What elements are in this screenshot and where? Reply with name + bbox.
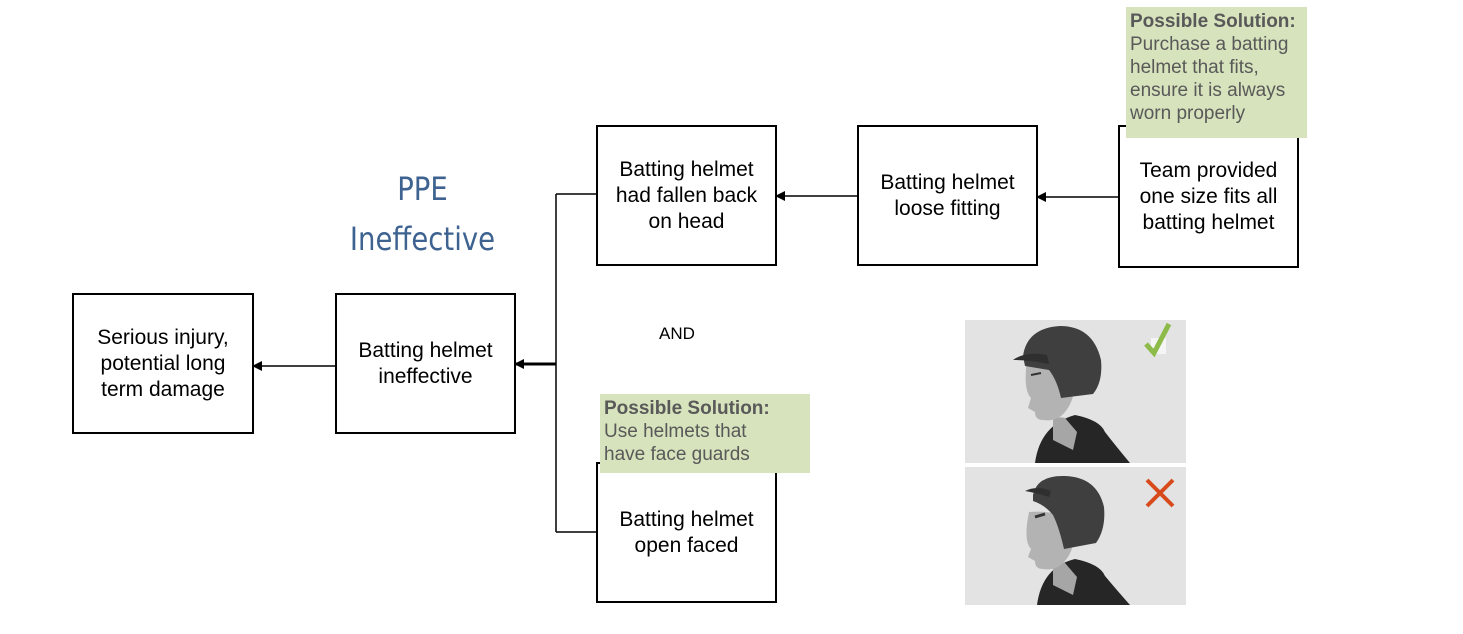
possible-solution-note-fit: Possible Solution: Purchase a batting he… <box>1126 7 1307 138</box>
checkmark-icon <box>1144 322 1172 358</box>
note-body: Purchase a batting helmet that fits, ens… <box>1130 34 1289 124</box>
and-label: AND <box>659 324 695 343</box>
helmet-correct-fit-image <box>965 320 1186 463</box>
box-helmet-open-faced: Batting helmet open faced <box>596 462 777 603</box>
note-title: Possible Solution: <box>1130 11 1296 32</box>
helmet-incorrect-illustration <box>1025 475 1175 605</box>
possible-solution-note-face: Possible Solution: Use helmets that have… <box>600 394 810 473</box>
note-title: Possible Solution: <box>604 398 770 419</box>
helmet-correct-illustration <box>1013 322 1172 463</box>
box-team-provided-helmet: Team provided one size fits all batting … <box>1118 125 1299 268</box>
box-serious-injury: Serious injury, potential long term dama… <box>72 293 254 434</box>
box-helmet-loose-fitting: Batting helmet loose fitting <box>857 125 1038 266</box>
box-helmet-fallen-back: Batting helmet had fallen back on head <box>596 125 777 266</box>
note-body: Use helmets that have face guards <box>604 421 750 465</box>
helmet-incorrect-fit-image <box>965 467 1186 605</box>
x-icon <box>1145 478 1175 508</box>
ppe-ineffective-title: PPE Ineffective <box>349 170 496 258</box>
box-batting-helmet-ineffective: Batting helmet ineffective <box>335 293 516 434</box>
